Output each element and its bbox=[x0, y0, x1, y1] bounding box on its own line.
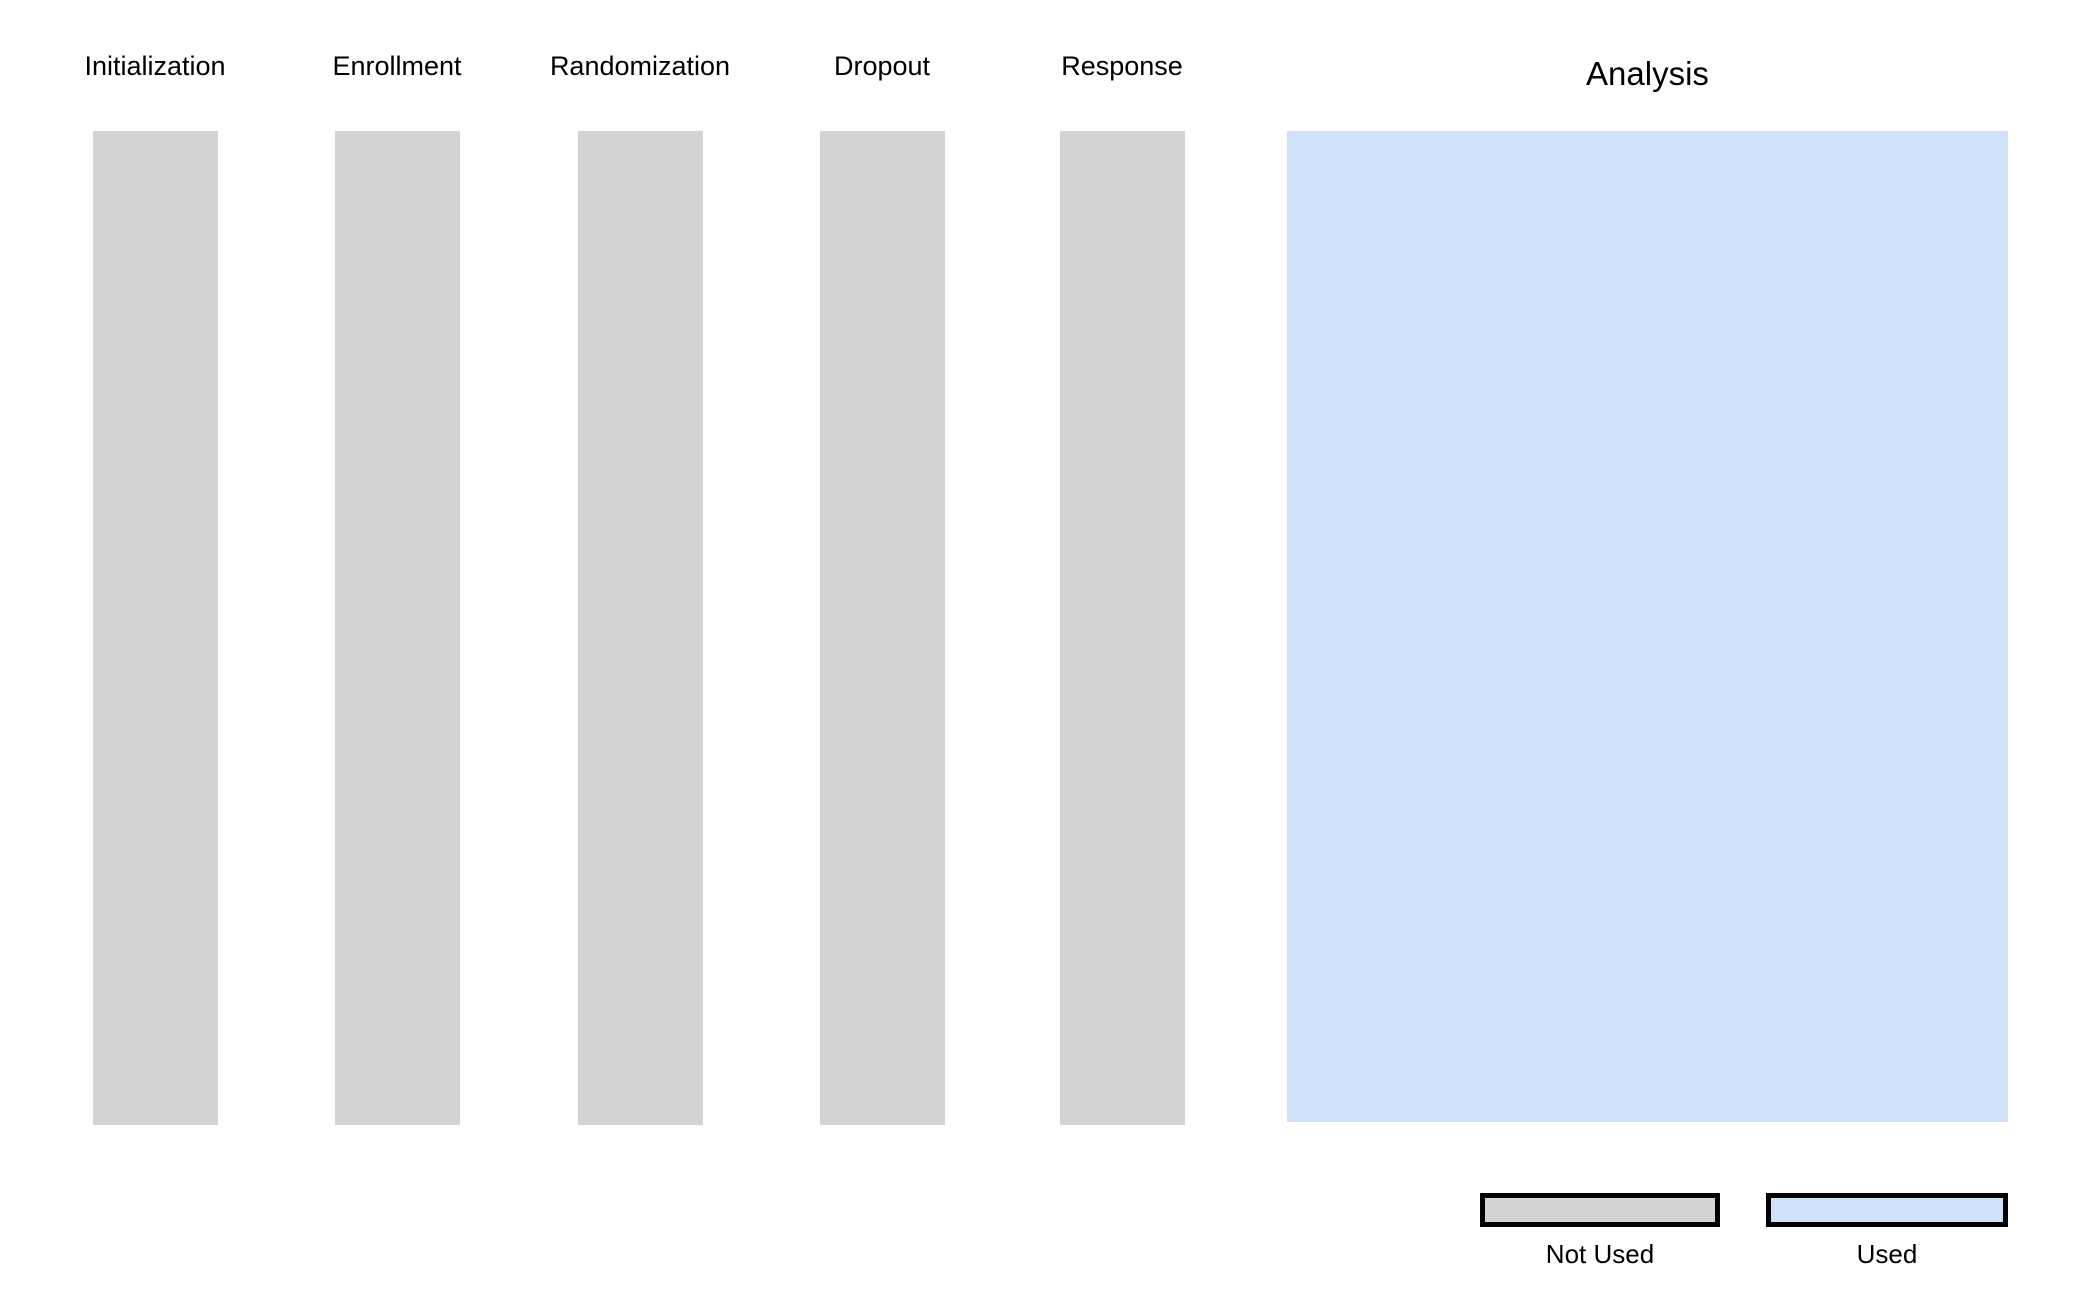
legend-label-not-used: Not Used bbox=[1480, 1238, 1720, 1270]
column-body-dropout bbox=[820, 131, 945, 1125]
column-title: Dropout bbox=[833, 51, 931, 81]
legend-text: Used bbox=[1856, 1239, 1918, 1269]
column-body-initialization bbox=[93, 131, 218, 1125]
column-header-initialization: Initialization bbox=[55, 50, 255, 82]
column-title: Response bbox=[1061, 51, 1183, 81]
column-body-enrollment bbox=[335, 131, 460, 1125]
column-header-analysis: Analysis bbox=[1287, 54, 2008, 94]
column-header-enrollment: Enrollment bbox=[297, 50, 497, 82]
analysis-panel: Load survival data and arrival times fro… bbox=[1287, 131, 2008, 1122]
column-title: Initialization bbox=[84, 51, 226, 81]
legend-text: Not Used bbox=[1545, 1239, 1655, 1269]
legend-swatch-used bbox=[1766, 1193, 2008, 1227]
column-body-response bbox=[1060, 131, 1185, 1125]
column-body-randomization bbox=[578, 131, 703, 1125]
column-header-response: Response bbox=[1022, 50, 1222, 82]
column-header-dropout: Dropout bbox=[782, 50, 982, 82]
legend-label-used: Used bbox=[1766, 1238, 2008, 1270]
column-header-randomization: Randomization bbox=[540, 50, 740, 82]
legend-swatch-not-used bbox=[1480, 1193, 1720, 1227]
column-title: Randomization bbox=[549, 51, 731, 81]
column-title: Analysis bbox=[1586, 55, 1709, 92]
column-title: Enrollment bbox=[332, 51, 462, 81]
